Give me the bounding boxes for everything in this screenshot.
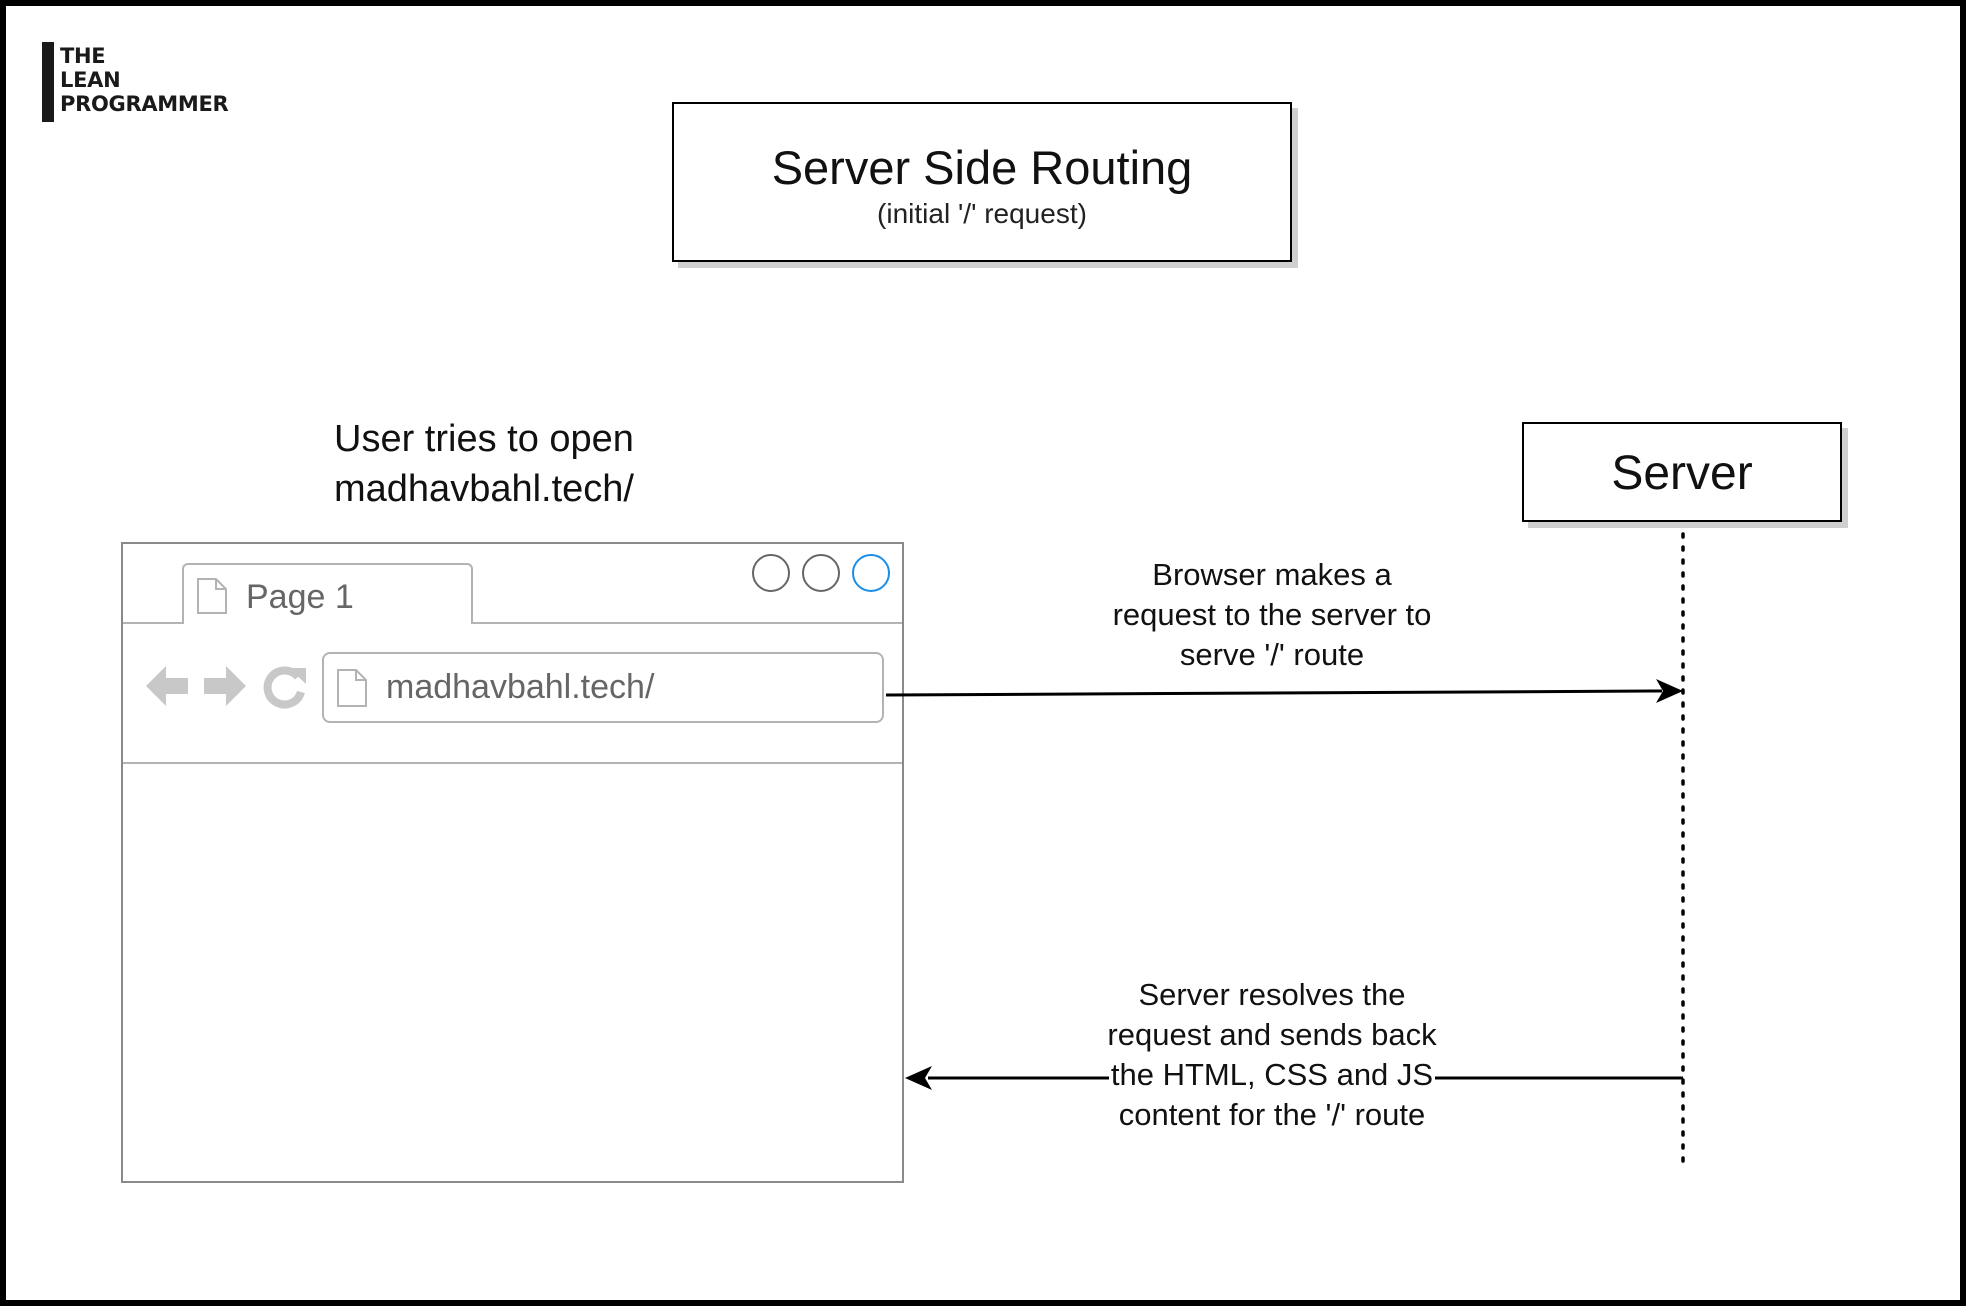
user-caption-url: madhavbahl.tech/ — [334, 468, 634, 510]
response-label-line: the HTML, CSS and JS — [1108, 1055, 1436, 1095]
logo: THE LEAN PROGRAMMER — [60, 44, 229, 116]
response-label: Server resolves the request and sends ba… — [1072, 975, 1472, 1135]
request-arrow — [885, 689, 1663, 697]
page-icon — [196, 577, 228, 620]
tab-strip-line — [123, 622, 184, 624]
response-label-line: Server resolves the — [1136, 975, 1408, 1015]
window-button[interactable] — [852, 554, 890, 592]
diagram-title: Server Side Routing — [771, 141, 1193, 194]
server-box: Server — [1522, 422, 1842, 522]
request-label-line: serve '/' route — [1177, 635, 1367, 675]
forward-arrow-icon[interactable] — [202, 663, 248, 714]
back-arrow-icon[interactable] — [144, 663, 190, 714]
browser-tab[interactable]: Page 1 — [182, 563, 473, 624]
logo-bar — [42, 42, 54, 122]
title-box: Server Side Routing (initial '/' request… — [672, 102, 1292, 262]
server-label: Server — [1611, 447, 1753, 500]
request-label-line: request to the server to — [1110, 595, 1434, 635]
diagram-subtitle: (initial '/' request) — [877, 198, 1087, 229]
response-arrowhead — [905, 1066, 932, 1090]
address-bar[interactable]: madhavbahl.tech/ — [322, 652, 884, 723]
tab-strip-line — [473, 622, 902, 624]
response-label-line: request and sends back — [1105, 1015, 1439, 1055]
address-bar-url: madhavbahl.tech/ — [386, 668, 655, 706]
logo-line: LEAN — [60, 68, 121, 92]
page-icon — [336, 668, 368, 713]
reload-icon[interactable] — [262, 663, 308, 714]
user-caption: User tries to open madhavbahl.tech/ — [334, 414, 634, 514]
user-caption-line: User tries to open — [334, 418, 634, 460]
tab-label: Page 1 — [246, 578, 354, 616]
logo-line: THE — [60, 44, 106, 68]
response-label-line: content for the '/' route — [1116, 1095, 1428, 1135]
request-label: Browser makes a request to the server to… — [1072, 555, 1472, 675]
logo-line: PROGRAMMER — [60, 92, 229, 116]
request-label-line: Browser makes a — [1150, 555, 1394, 595]
window-button[interactable] — [802, 554, 840, 592]
request-arrowhead — [1656, 679, 1683, 703]
window-button[interactable] — [752, 554, 790, 592]
browser-window — [121, 542, 904, 1183]
toolbar-divider — [123, 762, 902, 764]
